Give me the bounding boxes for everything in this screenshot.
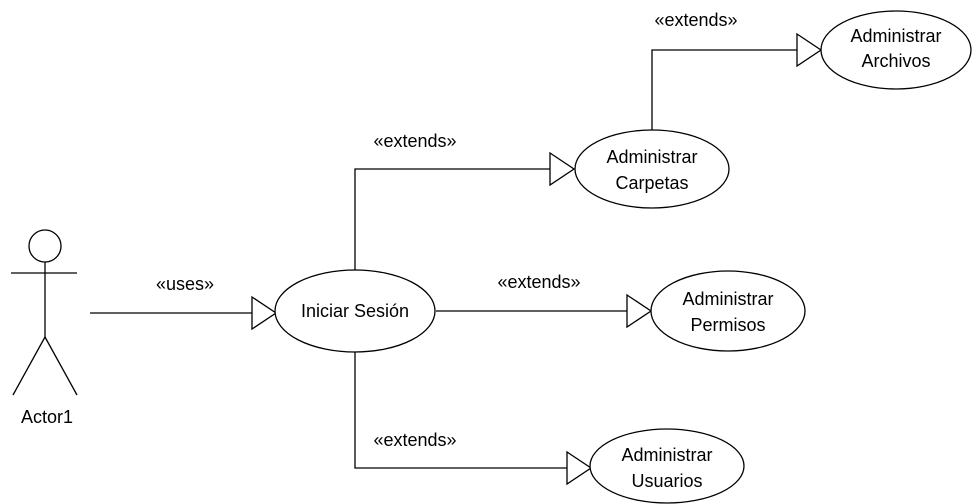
use-case-administrar-archivos-label-line2: Archivos bbox=[861, 51, 930, 71]
relationship-extends-carpetas[interactable]: «extends» bbox=[354, 131, 576, 270]
actor-actor1[interactable]: Actor1 bbox=[11, 229, 78, 427]
use-case-administrar-usuarios-label-line1: Administrar bbox=[621, 445, 712, 465]
extends-permisos-arrowhead bbox=[626, 293, 653, 329]
relationship-extends-usuarios[interactable]: «extends» bbox=[354, 352, 593, 486]
use-case-administrar-archivos-shape bbox=[820, 10, 972, 90]
relationship-extends-permisos[interactable]: «extends» bbox=[436, 272, 653, 329]
extends-carpetas-arrowhead bbox=[549, 151, 576, 187]
use-case-administrar-permisos-label-line1: Administrar bbox=[682, 289, 773, 309]
relationship-uses[interactable]: «uses» bbox=[90, 274, 278, 331]
extends-carpetas-label: «extends» bbox=[373, 131, 456, 151]
actor-right-leg bbox=[44, 336, 78, 396]
use-case-iniciar-sesion-shape bbox=[274, 269, 436, 353]
extends-archivos-line bbox=[651, 49, 797, 130]
extends-archivos-arrowhead bbox=[796, 32, 823, 68]
use-case-iniciar-sesion-label: Iniciar Sesión bbox=[301, 301, 409, 321]
extends-permisos-label: «extends» bbox=[497, 272, 580, 292]
actor-left-leg bbox=[12, 336, 46, 396]
extends-archivos-label: «extends» bbox=[654, 10, 737, 30]
use-case-administrar-usuarios-label-line2: Usuarios bbox=[631, 471, 702, 491]
relationship-extends-archivos[interactable]: «extends» bbox=[651, 10, 823, 130]
use-case-administrar-archivos[interactable]: Administrar Archivos bbox=[820, 10, 972, 90]
use-case-administrar-usuarios[interactable]: Administrar Usuarios bbox=[589, 428, 745, 504]
uses-label: «uses» bbox=[156, 274, 214, 294]
use-case-administrar-permisos-shape bbox=[650, 270, 806, 352]
use-case-administrar-carpetas[interactable]: Administrar Carpetas bbox=[574, 129, 730, 209]
extends-carpetas-line bbox=[354, 168, 550, 270]
use-case-administrar-archivos-label-line1: Administrar bbox=[850, 26, 941, 46]
use-case-administrar-carpetas-label-line1: Administrar bbox=[606, 147, 697, 167]
uses-arrowhead bbox=[251, 295, 278, 331]
use-case-administrar-carpetas-label-line2: Carpetas bbox=[615, 173, 688, 193]
extends-usuarios-arrowhead bbox=[566, 450, 593, 486]
use-case-iniciar-sesion[interactable]: Iniciar Sesión bbox=[274, 269, 436, 353]
use-case-administrar-permisos[interactable]: Administrar Permisos bbox=[650, 270, 806, 352]
actor-head bbox=[28, 229, 62, 263]
actor-name: Actor1 bbox=[21, 407, 73, 427]
use-case-administrar-carpetas-shape bbox=[574, 129, 730, 209]
extends-usuarios-line bbox=[354, 352, 567, 469]
use-case-administrar-usuarios-shape bbox=[589, 428, 745, 504]
extends-usuarios-label: «extends» bbox=[373, 430, 456, 450]
use-case-administrar-permisos-label-line2: Permisos bbox=[690, 315, 765, 335]
